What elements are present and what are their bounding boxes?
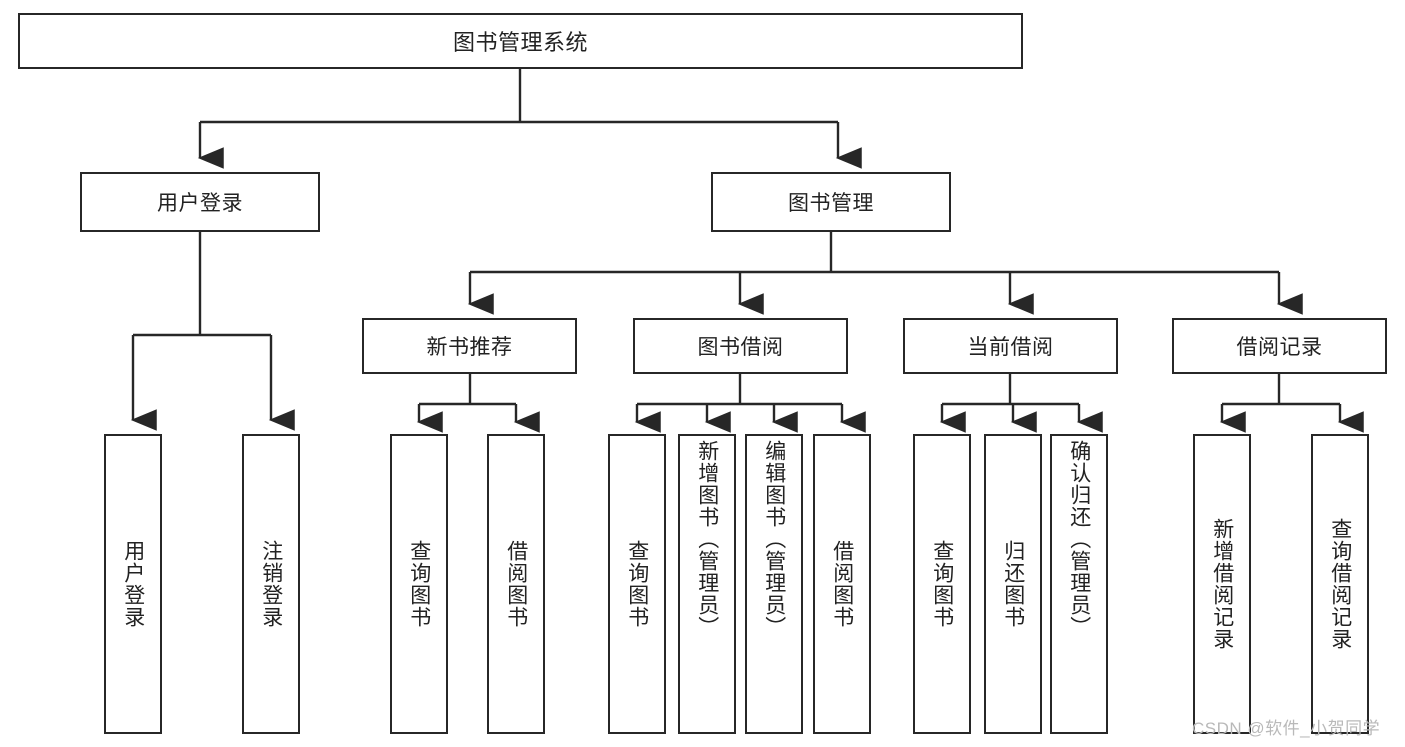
- node-root[interactable]: 图书管理系统: [18, 13, 1023, 69]
- leaf-borrow-book[interactable]: 借阅图书: [813, 434, 871, 734]
- leaf-label: 注销登录: [259, 540, 283, 628]
- leaf-confirm-return-admin[interactable]: 确认归还（管理员）: [1050, 434, 1108, 734]
- node-root-label: 图书管理系统: [452, 30, 588, 55]
- node-new-book-recommend-label: 新书推荐: [426, 336, 513, 359]
- node-borrow-record[interactable]: 借阅记录: [1172, 318, 1387, 374]
- leaf-label: 查询图书: [407, 540, 431, 628]
- leaf-label: 编辑图书（管理员）: [762, 440, 786, 638]
- leaf-label: 用户登录: [121, 540, 145, 628]
- leaf-user-login[interactable]: 用户登录: [104, 434, 162, 734]
- leaf-add-book-admin[interactable]: 新增图书（管理员）: [678, 434, 736, 734]
- leaf-logout[interactable]: 注销登录: [242, 434, 300, 734]
- leaf-borrow-book-recommend[interactable]: 借阅图书: [487, 434, 545, 734]
- node-borrow-record-label: 借阅记录: [1236, 336, 1323, 359]
- leaf-label: 归还图书: [1001, 540, 1025, 628]
- node-user-login-label: 用户登录: [157, 192, 243, 215]
- node-book-borrow-label: 图书借阅: [697, 336, 784, 359]
- node-book-borrow[interactable]: 图书借阅: [633, 318, 848, 374]
- leaf-query-book-borrow[interactable]: 查询图书: [608, 434, 666, 734]
- leaf-query-book-recommend[interactable]: 查询图书: [390, 434, 448, 734]
- leaf-label: 借阅图书: [504, 540, 528, 628]
- node-new-book-recommend[interactable]: 新书推荐: [362, 318, 577, 374]
- node-current-borrow-label: 当前借阅: [967, 336, 1054, 359]
- node-book-management-label: 图书管理: [788, 192, 874, 215]
- leaf-label: 借阅图书: [830, 540, 854, 628]
- leaf-label: 查询图书: [930, 540, 954, 628]
- watermark-text: CSDN @软件_小贺同学: [1192, 719, 1381, 738]
- leaf-add-borrow-record[interactable]: 新增借阅记录: [1193, 434, 1251, 734]
- leaf-label: 新增图书（管理员）: [695, 440, 719, 638]
- leaf-label: 确认归还（管理员）: [1067, 440, 1091, 638]
- leaf-edit-book-admin[interactable]: 编辑图书（管理员）: [745, 434, 803, 734]
- leaf-label: 查询图书: [625, 540, 649, 628]
- leaf-label: 查询借阅记录: [1328, 518, 1352, 650]
- node-user-login[interactable]: 用户登录: [80, 172, 320, 232]
- leaf-query-borrow-record[interactable]: 查询借阅记录: [1311, 434, 1369, 734]
- leaf-return-book[interactable]: 归还图书: [984, 434, 1042, 734]
- node-current-borrow[interactable]: 当前借阅: [903, 318, 1118, 374]
- leaf-query-book-current[interactable]: 查询图书: [913, 434, 971, 734]
- node-book-management[interactable]: 图书管理: [711, 172, 951, 232]
- leaf-label: 新增借阅记录: [1210, 518, 1234, 650]
